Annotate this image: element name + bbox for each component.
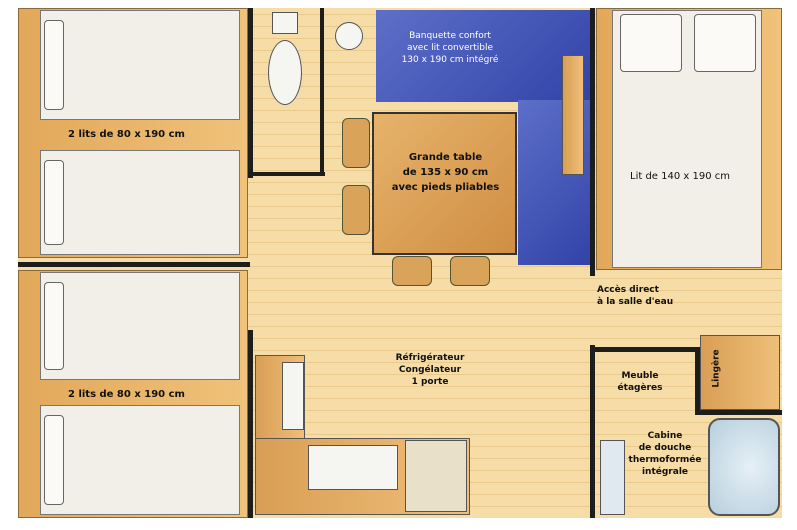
pillow	[44, 415, 64, 505]
wall	[590, 347, 700, 352]
shower-line: Cabine	[647, 431, 683, 441]
washbasin	[600, 440, 625, 515]
furniture-line: étagères	[617, 383, 663, 393]
banquette-line: 130 x 190 cm intégré	[401, 55, 499, 65]
fridge-line: Congélateur	[398, 365, 462, 375]
wall	[695, 347, 700, 412]
wall	[590, 8, 595, 276]
kitchen-sink	[308, 445, 398, 490]
pillow	[694, 14, 756, 72]
table-line: avec pieds pliables	[391, 182, 500, 193]
refrigerator	[405, 440, 467, 512]
pillow	[620, 14, 682, 72]
banquette	[376, 10, 590, 102]
furniture-line: Meuble	[621, 371, 659, 381]
shower-line: intégrale	[641, 467, 689, 477]
single-bed-2	[40, 150, 240, 255]
banquette-label: Banquette confort avec lit convertible 1…	[380, 30, 520, 66]
pillow	[44, 160, 64, 245]
table-line: Grande table	[408, 152, 483, 163]
fridge-label: Réfrigérateur Congélateur 1 porte	[380, 352, 480, 388]
wall	[590, 345, 595, 518]
sink	[335, 22, 363, 50]
wall	[248, 8, 253, 178]
shower-line: de douche	[638, 443, 692, 453]
single-bed-3	[40, 272, 240, 380]
chair	[342, 118, 370, 168]
banquette-line: Banquette confort	[409, 31, 491, 41]
pillow	[44, 282, 64, 370]
bedroom1-beds-label: 2 lits de 80 x 190 cm	[68, 129, 185, 140]
linen-label: Lingère	[711, 349, 722, 388]
single-bed-1	[40, 10, 240, 120]
pillow	[44, 20, 64, 110]
fridge-line: 1 porte	[411, 377, 449, 387]
wall	[18, 262, 250, 267]
furniture-label: Meuble étagères	[605, 370, 675, 394]
stove	[282, 362, 304, 430]
single-bed-4	[40, 405, 240, 515]
banquette-line: avec lit convertible	[406, 43, 494, 53]
chair	[392, 256, 432, 286]
fridge-line: Réfrigérateur	[395, 353, 465, 363]
shower-line: thermoformée	[628, 455, 702, 465]
shower-label: Cabine de douche thermoformée intégrale	[625, 430, 705, 478]
chair	[342, 185, 370, 235]
dining-table	[372, 112, 517, 255]
access-line: Accès direct	[597, 285, 659, 295]
access-line: à la salle d'eau	[597, 297, 674, 307]
table-line: de 135 x 90 cm	[402, 167, 489, 178]
wall	[320, 8, 324, 176]
toilet	[268, 40, 302, 105]
table-label: Grande table de 135 x 90 cm avec pieds p…	[378, 150, 513, 195]
linen-cupboard	[700, 335, 780, 410]
shower-cabin	[708, 418, 780, 516]
side-cabinet	[562, 55, 584, 175]
toilet-tank	[272, 12, 298, 34]
bedroom2-beds-label: 2 lits de 80 x 190 cm	[68, 389, 185, 400]
access-label: Accès direct à la salle d'eau	[597, 284, 673, 308]
double-bed-label: Lit de 140 x 190 cm	[630, 171, 730, 182]
wall	[250, 172, 325, 176]
wall	[695, 410, 782, 415]
chair	[450, 256, 490, 286]
wall	[248, 330, 253, 518]
